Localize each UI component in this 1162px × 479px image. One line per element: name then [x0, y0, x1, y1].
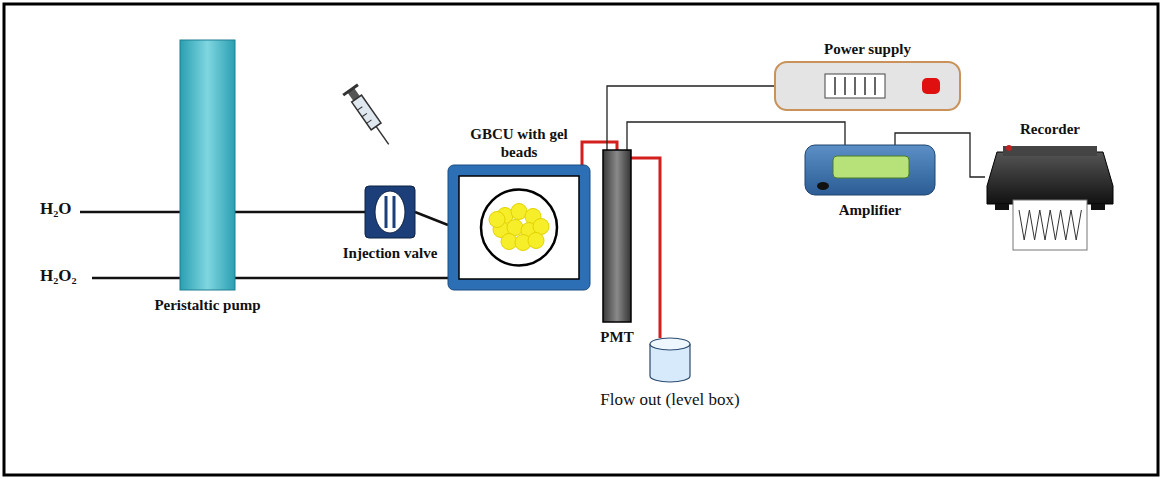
pump-shape — [180, 40, 235, 290]
supply-slot — [864, 77, 866, 95]
supply-slot — [854, 77, 856, 95]
valve-body — [365, 186, 415, 238]
recorder-foot — [995, 204, 1009, 210]
amplifier: Amplifier — [805, 145, 935, 195]
recorder-foot — [1091, 204, 1105, 210]
cell-chamber — [481, 190, 557, 266]
recorder-top — [1003, 146, 1097, 156]
supply-slot — [874, 77, 876, 95]
carrier-tube — [235, 211, 365, 214]
amp-knob — [817, 182, 829, 190]
reagent-tube — [235, 277, 448, 280]
water-line — [80, 211, 182, 214]
syringe-cap — [342, 84, 358, 97]
syringe-mark — [357, 107, 362, 110]
gel-bead — [489, 212, 505, 228]
power-drawing — [775, 62, 960, 110]
sample-tube — [415, 212, 448, 225]
peroxide-line — [92, 277, 182, 280]
component-label: Recorder — [1020, 120, 1080, 138]
reagent-label: H₂O — [40, 199, 72, 219]
valve-port — [385, 196, 388, 228]
syringe-mark — [362, 113, 367, 116]
gel-bead-cell: GBCU with gel beads — [448, 165, 590, 290]
component-label: PMT — [600, 328, 633, 346]
amplifier-shape — [805, 145, 935, 195]
gel-bead — [528, 233, 544, 249]
supply-case — [775, 62, 960, 110]
amp-case — [805, 145, 935, 195]
gbcu-drawing — [448, 165, 590, 290]
rec-drawing — [987, 145, 1113, 250]
chart-trace — [1019, 210, 1081, 240]
component-label: Power supply — [824, 40, 911, 58]
recorder-body — [987, 152, 1113, 204]
valve-port — [393, 196, 396, 228]
amp-display — [833, 156, 909, 178]
component-label: Flow out (level box) — [600, 390, 739, 410]
power-supply-shape — [775, 62, 960, 110]
valve-rotor — [375, 191, 405, 233]
supply-slot — [844, 77, 846, 95]
recorder: Recorder — [985, 142, 1115, 250]
pmt-tube — [603, 150, 631, 322]
cell-housing — [448, 165, 590, 290]
valve-drawing — [365, 186, 415, 238]
beaker-drawing — [650, 338, 690, 382]
power-supply: Power supply — [775, 62, 960, 110]
photomultiplier-shape — [603, 150, 631, 322]
power-wire — [607, 86, 775, 150]
frame — [4, 4, 1158, 475]
reagent-label: H₂O₂ — [40, 266, 77, 286]
pump-body — [180, 40, 235, 290]
syringe — [342, 84, 396, 150]
component-label: Amplifier — [839, 201, 901, 219]
component-label: GBCU with gel beads — [467, 125, 571, 161]
gel-bead-cell-shape — [448, 165, 590, 290]
cell-window — [459, 176, 579, 279]
amp-drawing — [805, 145, 935, 195]
pump: Peristaltic pump — [180, 40, 235, 290]
beaker-rim — [650, 338, 690, 350]
recorder-shape — [985, 142, 1115, 250]
photomultiplier: PMT — [603, 150, 631, 322]
supply-switch — [922, 78, 940, 94]
waste-tube — [631, 158, 660, 338]
syringe-needle — [376, 126, 389, 144]
syringe-barrel — [352, 95, 381, 130]
supply-panel — [825, 74, 885, 98]
pmt-drawing — [603, 150, 631, 322]
recorder-led — [1006, 145, 1012, 151]
injection-valve-shape — [365, 186, 415, 238]
syringe-mark — [367, 120, 372, 123]
supply-slot — [834, 77, 836, 95]
pump-drawing — [180, 40, 235, 290]
waste-beaker: Flow out (level box) — [650, 338, 690, 382]
component-label: Injection valve — [343, 244, 438, 262]
chart-paper — [1013, 200, 1087, 250]
component-label: Peristaltic pump — [154, 296, 260, 314]
injection-valve: Injection valve — [365, 186, 415, 238]
waste-beaker-shape — [650, 338, 690, 382]
